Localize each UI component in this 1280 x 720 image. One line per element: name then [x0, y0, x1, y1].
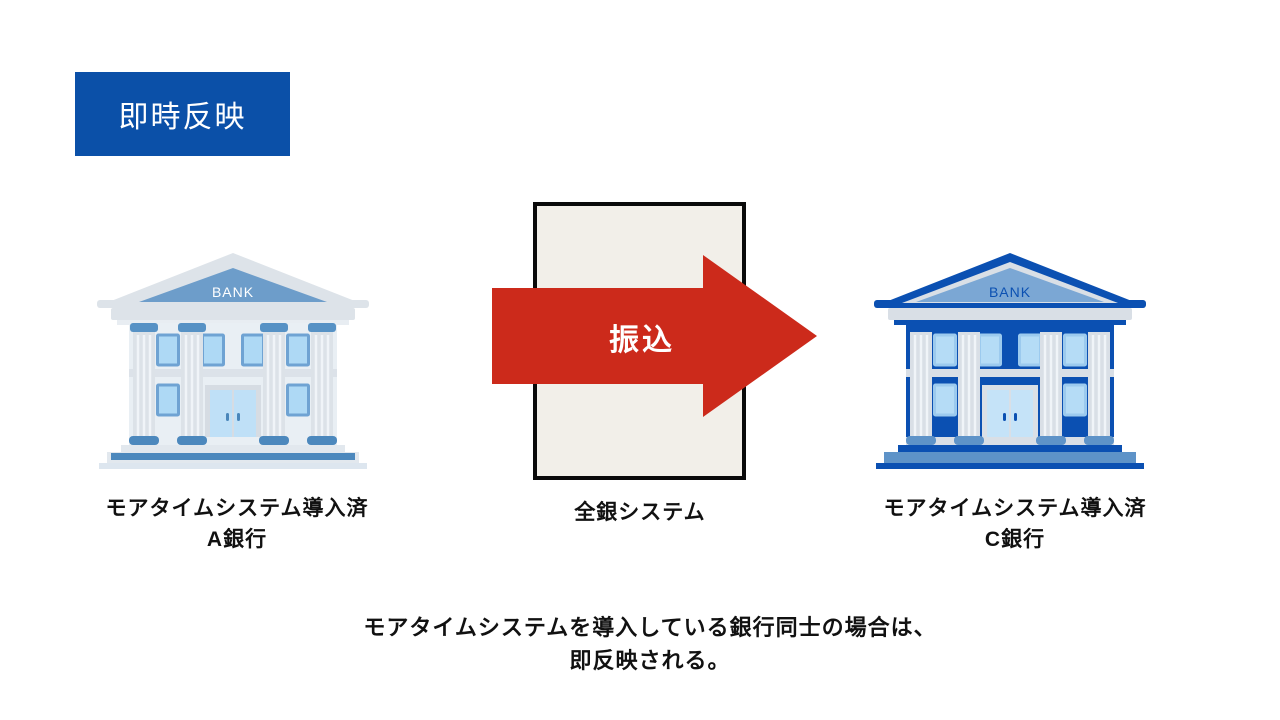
bank-c-label: モアタイムシステム導入済 C銀行: [833, 493, 1197, 555]
caption-line2: 即反映される。: [569, 648, 731, 673]
badge-label: 即時反映: [118, 101, 247, 134]
bank-a-label-line1: モアタイムシステム導入済: [105, 497, 369, 520]
caption-line1: モアタイムシステムを導入している銀行同士の場合は、: [363, 615, 937, 640]
bank-a-label-line2: A銀行: [206, 528, 268, 551]
bank-c-sign: BANK: [989, 284, 1031, 300]
caption: モアタイムシステムを導入している銀行同士の場合は、 即反映される。: [10, 611, 1280, 677]
bank-a-building-svg: BANK: [97, 253, 369, 469]
bank-a-label: モアタイムシステム導入済 A銀行: [55, 493, 419, 555]
transfer-arrow-label: 振込: [609, 324, 675, 357]
bank-a-building-icon: BANK: [93, 253, 373, 469]
zengin-system-label: 全銀システム: [574, 501, 706, 524]
bank-c-label-line2: C銀行: [984, 528, 1046, 551]
bank-c-building-svg: BANK: [874, 253, 1146, 469]
instant-reflection-badge: 即時反映: [75, 72, 290, 156]
bank-c-building-icon: BANK: [870, 253, 1150, 469]
bank-a-sign: BANK: [212, 284, 254, 300]
transfer-arrow-svg: 振込: [492, 255, 817, 417]
bank-c-label-line1: モアタイムシステム導入済: [883, 497, 1147, 520]
transfer-arrow-icon: 振込: [489, 251, 821, 421]
